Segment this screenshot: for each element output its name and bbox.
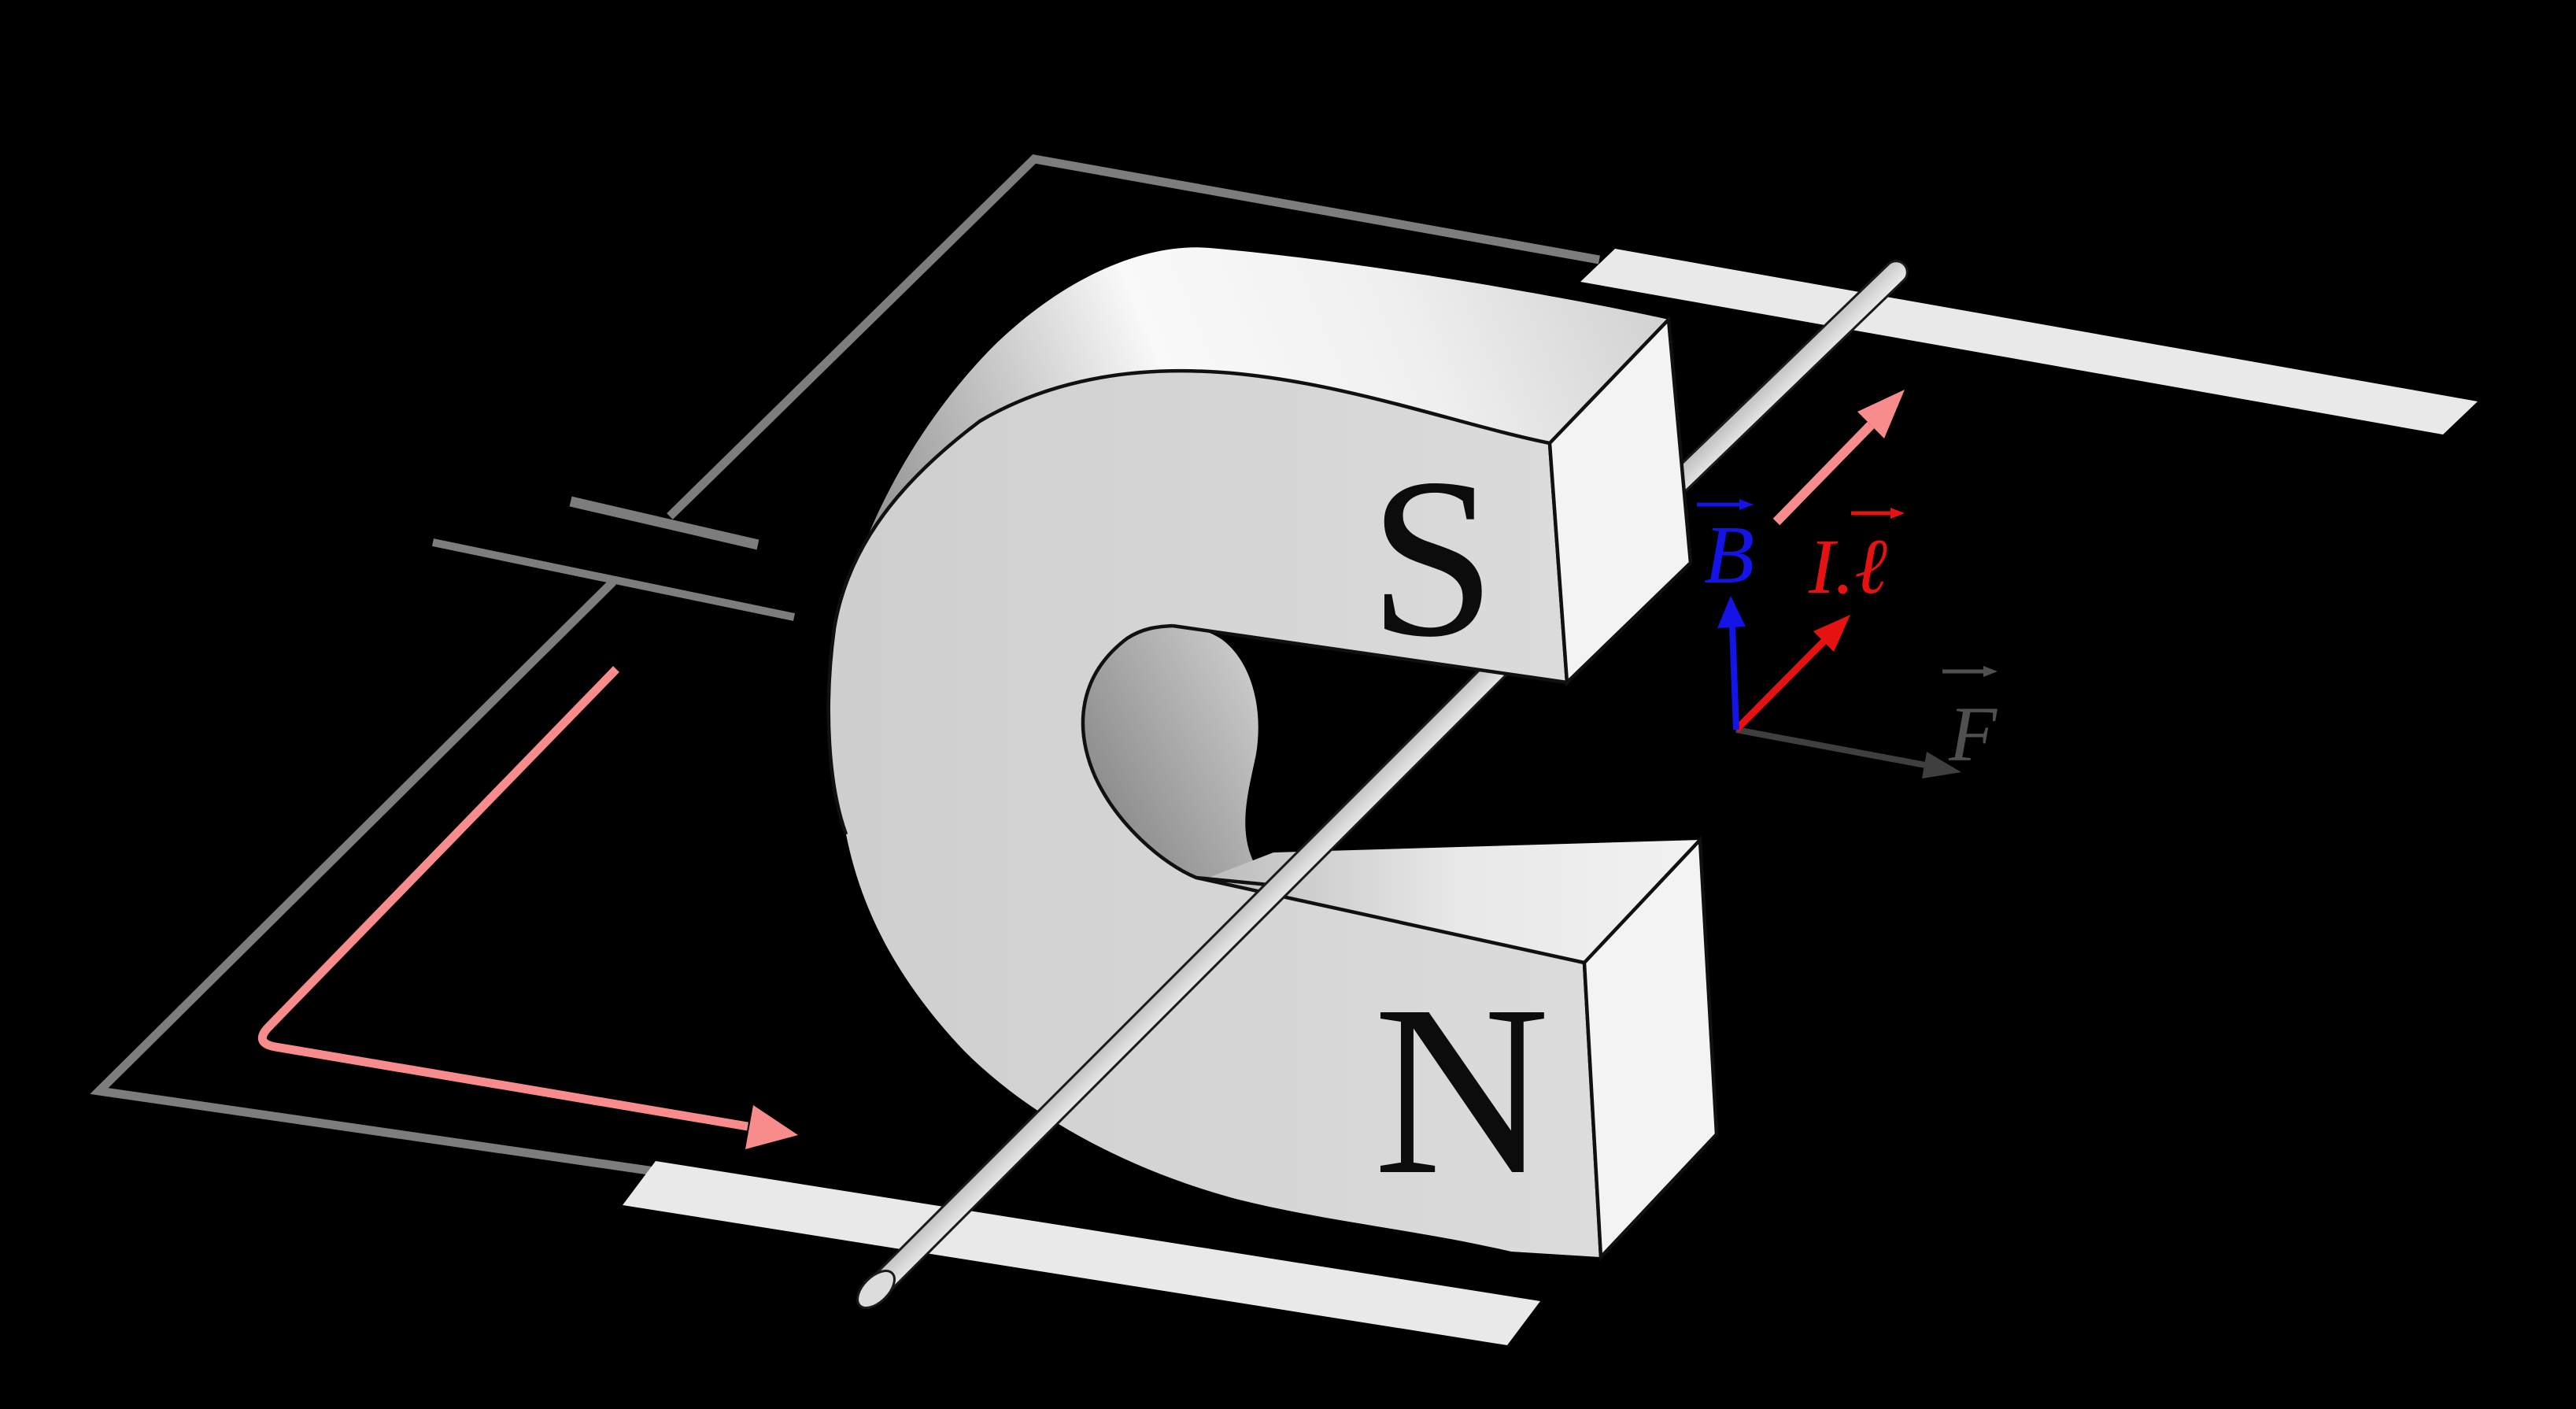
rod-current-path (1772, 421, 1875, 526)
rod-upper-segment (1658, 260, 1909, 502)
magnetic-field-vector (1729, 625, 1739, 730)
magnet-top-surface (828, 247, 1669, 835)
circuit-wires (90, 154, 1600, 1178)
magnetic-field-overarrow-head-icon (1739, 499, 1754, 510)
rod-end-cap (856, 1270, 896, 1309)
current-element-label: I.ℓ (1808, 523, 1887, 610)
force-overarrow-head-icon (1983, 666, 1998, 677)
rails (623, 249, 2478, 1345)
current-arrow-loop (257, 666, 798, 1149)
force-label: F (1948, 690, 1998, 778)
battery-long-plate (431, 538, 796, 621)
battery (431, 496, 796, 621)
south-pole-side-face (1547, 315, 1693, 686)
magnet-inner-surface (1082, 626, 1269, 885)
magnetic-field-arrowhead-icon (1717, 596, 1746, 628)
wire-top-segment (667, 154, 1600, 520)
magnet-front-face (828, 371, 1601, 1257)
lower-rail (623, 1161, 1540, 1345)
upper-rail (1580, 249, 2478, 435)
current-arrowhead-icon (745, 1105, 798, 1149)
force-vector (1735, 727, 1931, 769)
current-element-vector (1733, 638, 1828, 733)
north-pole-top-face (1204, 840, 1700, 963)
rod-current-arrowhead-icon (1857, 390, 1905, 438)
north-pole-label: N (1373, 956, 1550, 1226)
current-arrow-rod (1772, 390, 1905, 526)
magnetic-field-label: B (1704, 508, 1754, 601)
north-pole-side-face (1582, 835, 1719, 1262)
south-pole-label: S (1369, 431, 1495, 684)
current-element-overarrow-head-icon (1890, 508, 1905, 519)
current-element-arrowhead-icon (1813, 615, 1850, 652)
force-arrowhead-icon (1922, 752, 1961, 778)
battery-short-plate (569, 496, 759, 550)
vector-diagram: B I.ℓ F (1697, 499, 1998, 778)
horseshoe-magnet (826, 247, 1700, 1258)
current-path (257, 666, 748, 1131)
wire-bottom-segment (90, 579, 666, 1178)
